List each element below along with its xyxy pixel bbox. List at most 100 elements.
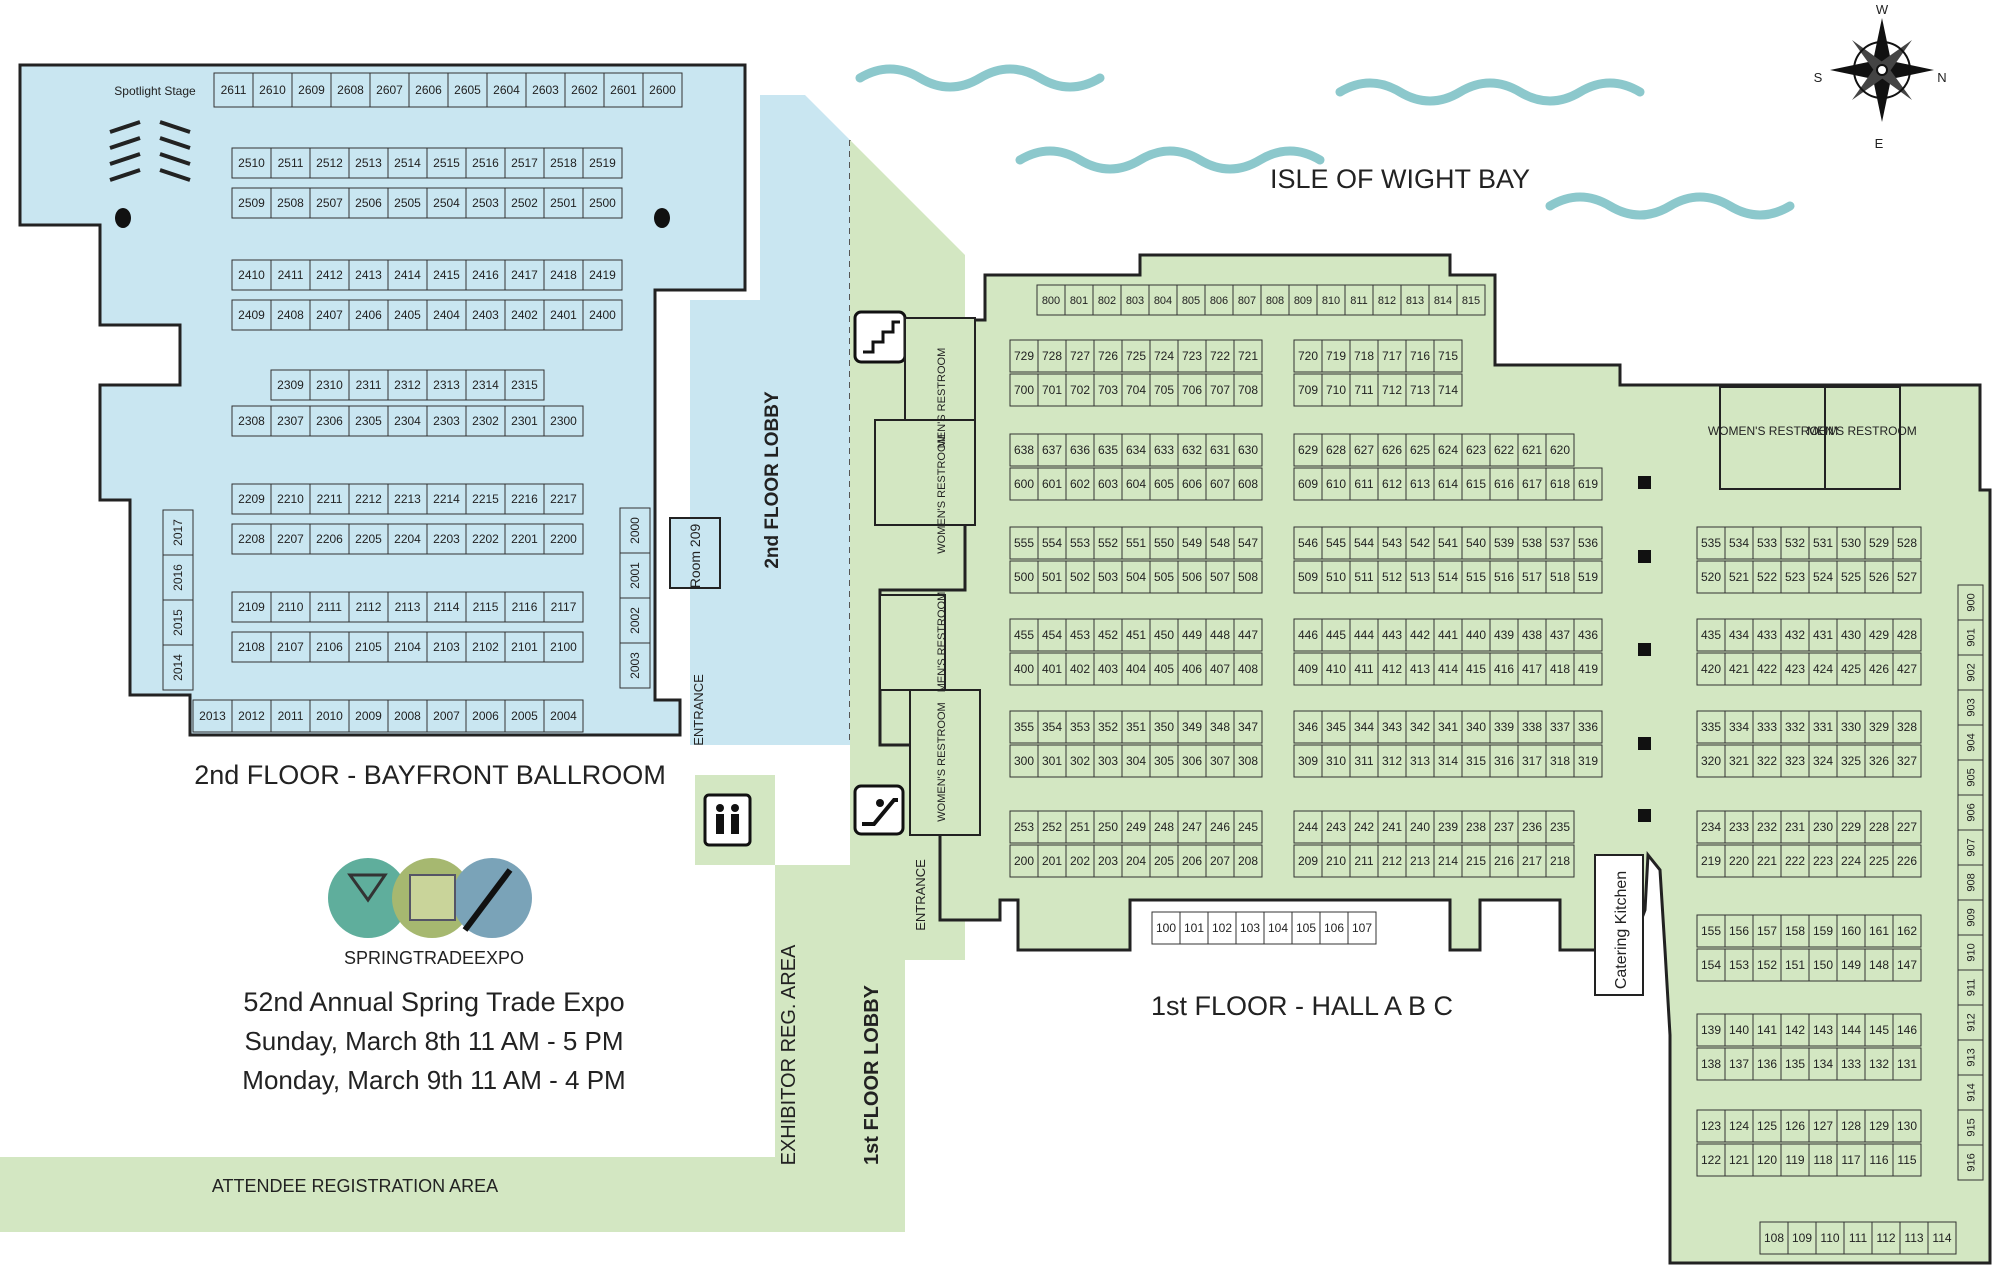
booth-label: 552 bbox=[1098, 536, 1118, 550]
booth-218[interactable]: 218 bbox=[1545, 844, 1575, 878]
booth-2117[interactable]: 2117 bbox=[543, 591, 584, 623]
booth-916[interactable]: 916 bbox=[1957, 1144, 1984, 1181]
booth-label: 533 bbox=[1757, 536, 1777, 550]
booth-2400[interactable]: 2400 bbox=[582, 299, 623, 331]
booth-label: 354 bbox=[1042, 720, 1062, 734]
booth-147[interactable]: 147 bbox=[1892, 948, 1922, 982]
booth-115[interactable]: 115 bbox=[1892, 1143, 1922, 1177]
booth-536[interactable]: 536 bbox=[1573, 526, 1603, 560]
booth-130[interactable]: 130 bbox=[1892, 1109, 1922, 1143]
booth-227[interactable]: 227 bbox=[1892, 810, 1922, 844]
booth-100[interactable]: 100 bbox=[1151, 911, 1181, 945]
booth-label: 2111 bbox=[317, 600, 342, 614]
booth-2200[interactable]: 2200 bbox=[543, 523, 584, 555]
booth-101[interactable]: 101 bbox=[1179, 911, 1209, 945]
booth-label: 2217 bbox=[550, 492, 577, 506]
booth-447[interactable]: 447 bbox=[1233, 618, 1263, 652]
booth-419[interactable]: 419 bbox=[1573, 652, 1603, 686]
booth-547[interactable]: 547 bbox=[1233, 526, 1263, 560]
booth-336[interactable]: 336 bbox=[1573, 710, 1603, 744]
catering-kitchen bbox=[1594, 854, 1644, 996]
booth-label: 157 bbox=[1757, 924, 1777, 938]
booth-label: 222 bbox=[1785, 854, 1805, 868]
booth-721[interactable]: 721 bbox=[1233, 339, 1263, 373]
booth-2014[interactable]: 2014 bbox=[162, 644, 194, 691]
booth-436[interactable]: 436 bbox=[1573, 618, 1603, 652]
booth-label: 328 bbox=[1897, 720, 1917, 734]
booth-608[interactable]: 608 bbox=[1233, 467, 1263, 501]
booth-620[interactable]: 620 bbox=[1545, 433, 1575, 467]
booth-label: 304 bbox=[1126, 754, 1146, 768]
booth-label: 346 bbox=[1298, 720, 1318, 734]
booth-527[interactable]: 527 bbox=[1892, 560, 1922, 594]
booth-103[interactable]: 103 bbox=[1235, 911, 1265, 945]
booth-label: 722 bbox=[1210, 349, 1230, 363]
booth-2217[interactable]: 2217 bbox=[543, 483, 584, 515]
booth-102[interactable]: 102 bbox=[1207, 911, 1237, 945]
booth-235[interactable]: 235 bbox=[1545, 810, 1575, 844]
booth-label: 903 bbox=[1966, 698, 1978, 716]
stairs-icon[interactable] bbox=[853, 310, 907, 364]
booth-528[interactable]: 528 bbox=[1892, 526, 1922, 560]
booth-label: 2608 bbox=[337, 83, 364, 97]
booth-label: 606 bbox=[1182, 477, 1202, 491]
booth-619[interactable]: 619 bbox=[1573, 467, 1603, 501]
booth-408[interactable]: 408 bbox=[1233, 652, 1263, 686]
booth-714[interactable]: 714 bbox=[1433, 373, 1463, 407]
booth-label: 2102 bbox=[472, 640, 499, 654]
booth-label: 2011 bbox=[278, 709, 304, 723]
booth-label: 2208 bbox=[238, 532, 265, 546]
booth-2004[interactable]: 2004 bbox=[543, 699, 584, 733]
booth-label: 2205 bbox=[355, 532, 382, 546]
booth-105[interactable]: 105 bbox=[1291, 911, 1321, 945]
elevator-icon[interactable] bbox=[703, 793, 752, 847]
booth-131[interactable]: 131 bbox=[1892, 1047, 1922, 1081]
booth-708[interactable]: 708 bbox=[1233, 373, 1263, 407]
booth-104[interactable]: 104 bbox=[1263, 911, 1293, 945]
booth-2419[interactable]: 2419 bbox=[582, 259, 623, 291]
booth-label: 202 bbox=[1070, 854, 1090, 868]
booth-226[interactable]: 226 bbox=[1892, 844, 1922, 878]
booth-label: 326 bbox=[1869, 754, 1889, 768]
booth-label: 2403 bbox=[472, 308, 499, 322]
booth-715[interactable]: 715 bbox=[1433, 339, 1463, 373]
room-209[interactable] bbox=[669, 517, 721, 589]
booth-2519[interactable]: 2519 bbox=[582, 147, 623, 179]
booth-114[interactable]: 114 bbox=[1927, 1221, 1957, 1255]
booth-label: 416 bbox=[1494, 662, 1514, 676]
booth-label: 244 bbox=[1298, 820, 1318, 834]
booth-347[interactable]: 347 bbox=[1233, 710, 1263, 744]
booth-label: 345 bbox=[1326, 720, 1346, 734]
booth-106[interactable]: 106 bbox=[1319, 911, 1349, 945]
booth-327[interactable]: 327 bbox=[1892, 744, 1922, 778]
booth-328[interactable]: 328 bbox=[1892, 710, 1922, 744]
booth-319[interactable]: 319 bbox=[1573, 744, 1603, 778]
booth-427[interactable]: 427 bbox=[1892, 652, 1922, 686]
booth-519[interactable]: 519 bbox=[1573, 560, 1603, 594]
booth-815[interactable]: 815 bbox=[1456, 284, 1486, 316]
booth-2100[interactable]: 2100 bbox=[543, 631, 584, 663]
booth-146[interactable]: 146 bbox=[1892, 1013, 1922, 1047]
booth-label: 443 bbox=[1382, 628, 1402, 642]
booth-428[interactable]: 428 bbox=[1892, 618, 1922, 652]
booth-label: 500 bbox=[1014, 570, 1034, 584]
booth-308[interactable]: 308 bbox=[1233, 744, 1263, 778]
booth-label: 629 bbox=[1298, 443, 1318, 457]
booth-2600[interactable]: 2600 bbox=[642, 72, 683, 108]
booth-630[interactable]: 630 bbox=[1233, 433, 1263, 467]
booth-2315[interactable]: 2315 bbox=[504, 369, 545, 401]
booth-208[interactable]: 208 bbox=[1233, 844, 1263, 878]
booth-label: 501 bbox=[1042, 570, 1062, 584]
booth-2300[interactable]: 2300 bbox=[543, 405, 584, 437]
booth-label: 2302 bbox=[472, 414, 499, 428]
booth-508[interactable]: 508 bbox=[1233, 560, 1263, 594]
escalator-icon[interactable] bbox=[853, 784, 905, 836]
booth-107[interactable]: 107 bbox=[1347, 911, 1377, 945]
booth-245[interactable]: 245 bbox=[1233, 810, 1263, 844]
booth-2500[interactable]: 2500 bbox=[582, 187, 623, 219]
booth-label: 627 bbox=[1354, 443, 1374, 457]
booth-label: 141 bbox=[1757, 1023, 1777, 1037]
booth-label: 2610 bbox=[259, 83, 286, 97]
booth-162[interactable]: 162 bbox=[1892, 914, 1922, 948]
booth-2003[interactable]: 2003 bbox=[619, 642, 651, 689]
